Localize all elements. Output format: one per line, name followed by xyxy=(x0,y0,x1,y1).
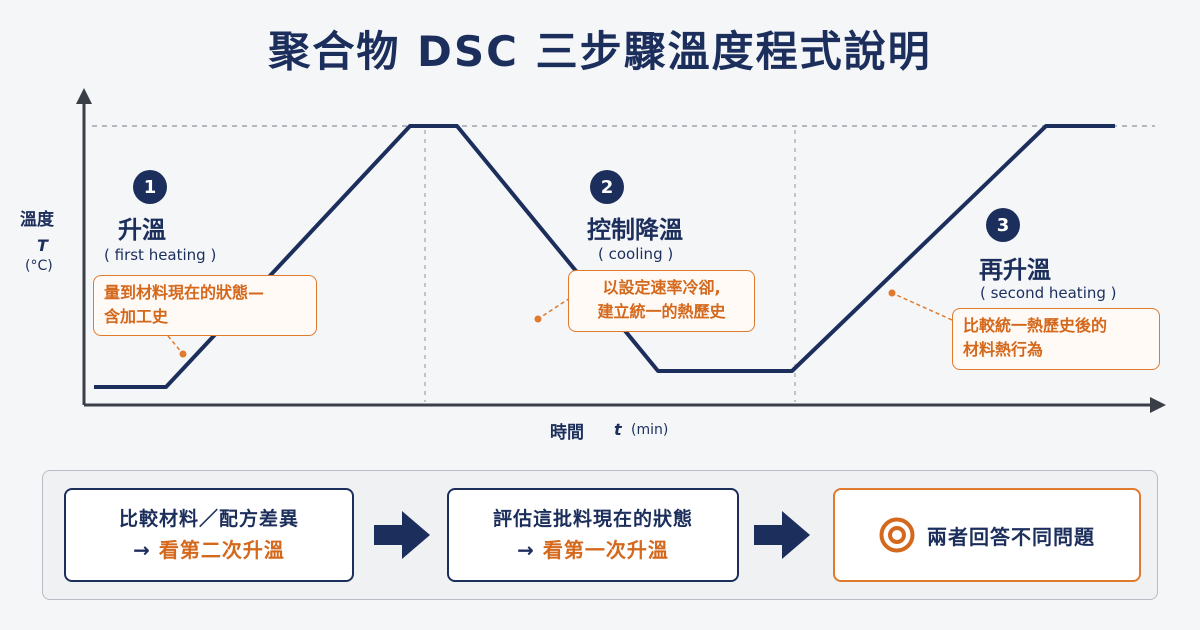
step3-subtitle: ( second heating ) xyxy=(980,284,1117,302)
step2-title: 控制降溫 xyxy=(587,216,683,244)
y-axis-arrowhead xyxy=(76,88,92,104)
note3-leader-dot xyxy=(888,289,896,297)
x-axis-arrowhead xyxy=(1150,397,1166,413)
different-questions-box: 兩者回答不同問題 xyxy=(833,488,1141,582)
evaluate-batch-text: 評估這批料現在的狀態 xyxy=(492,508,693,530)
evaluate-batch-answer: → 看第一次升溫 xyxy=(517,534,669,566)
x-axis-unit: (min) xyxy=(631,422,669,438)
step3-note-line2: 材料熱行為 xyxy=(963,340,1044,359)
right-arrow-icon xyxy=(374,511,430,559)
y-axis-unit: (°C) xyxy=(25,258,53,274)
step1-number-badge: 1 xyxy=(133,170,167,204)
note2-leader-dot xyxy=(534,315,542,323)
different-questions-text: 兩者回答不同問題 xyxy=(927,524,1095,549)
note2-leader xyxy=(537,297,571,320)
step3-number-badge: 3 xyxy=(986,208,1020,242)
y-axis-symbol: T xyxy=(37,236,48,255)
note3-leader xyxy=(891,292,953,321)
step1-note-line2: 含加工史 xyxy=(104,307,169,326)
step3-note: 比較統一熱歷史後的 材料熱行為 xyxy=(952,308,1160,370)
target-icon xyxy=(879,517,915,553)
step1-note-line1: 量到材料現在的狀態— xyxy=(104,283,265,302)
right-arrow-icon xyxy=(754,511,810,559)
note1-leader xyxy=(167,335,184,355)
temperature-program-diagram xyxy=(76,88,1166,413)
temperature-program-line xyxy=(94,124,1115,389)
right-arrow-icon: → xyxy=(133,538,151,562)
first-heating-answer: 看第一次升溫 xyxy=(542,538,669,562)
x-axis-label: 時間 xyxy=(550,423,584,443)
step1-title: 升溫 xyxy=(118,216,166,244)
y-axis-label: 溫度 xyxy=(20,210,54,230)
step2-subtitle: ( cooling ) xyxy=(598,245,674,263)
step2-note-line1: 以設定速率冷卻, xyxy=(602,278,721,297)
x-axis-symbol: t xyxy=(614,420,622,439)
step2-note-line2: 建立統一的熱歷史 xyxy=(597,302,726,321)
right-arrow-icon: → xyxy=(517,538,535,562)
step2-number-badge: 2 xyxy=(590,170,624,204)
step3-note-line1: 比較統一熱歷史後的 xyxy=(963,316,1108,335)
step3-title: 再升溫 xyxy=(979,256,1051,284)
step1-subtitle: ( first heating ) xyxy=(104,246,217,264)
compare-materials-answer: → 看第二次升溫 xyxy=(133,534,285,566)
page-title: 聚合物 DSC 三步驟溫度程式說明 xyxy=(268,27,932,76)
second-heating-answer: 看第二次升溫 xyxy=(158,538,285,562)
compare-materials-box: 比較材料／配方差異 → 看第二次升溫 xyxy=(64,488,354,582)
step2-note: 以設定速率冷卻, 建立統一的熱歷史 xyxy=(568,270,755,332)
step1-note: 量到材料現在的狀態— 含加工史 xyxy=(93,275,317,336)
compare-materials-text: 比較材料／配方差異 xyxy=(118,508,299,530)
evaluate-batch-box: 評估這批料現在的狀態 → 看第一次升溫 xyxy=(447,488,739,582)
note1-leader-dot xyxy=(179,350,187,358)
